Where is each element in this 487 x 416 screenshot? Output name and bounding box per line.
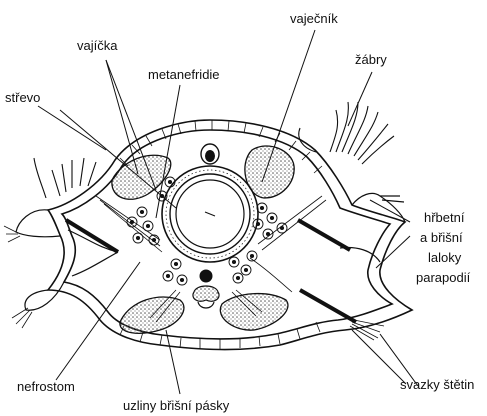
- bristle-bundles: [4, 226, 384, 340]
- label-hrbetni-line2: a břišní: [420, 230, 463, 245]
- label-metanefridie: metanefridie: [148, 67, 220, 82]
- ventral-nerve-cord: [193, 270, 219, 308]
- label-nefrostom: nefrostom: [17, 379, 75, 394]
- label-zabry: žábry: [355, 52, 387, 67]
- label-svazky-stetin: svazky štětin: [400, 377, 474, 392]
- label-hrbetni-line1: hřbetní: [424, 210, 464, 225]
- label-hrbetni-line4: parapodií: [416, 270, 470, 285]
- label-strevo: střevo: [5, 90, 40, 105]
- right-gills: [299, 102, 394, 164]
- left-gills: [34, 158, 96, 198]
- label-uzliny: uzliny břišní pásky: [123, 398, 229, 413]
- label-hrbetni-line3: laloky: [428, 250, 461, 265]
- dorsal-vessel: [201, 144, 219, 164]
- label-vajicka: vajíčka: [77, 38, 117, 53]
- intestine: [162, 166, 258, 262]
- label-vajecnik: vaječník: [290, 11, 338, 26]
